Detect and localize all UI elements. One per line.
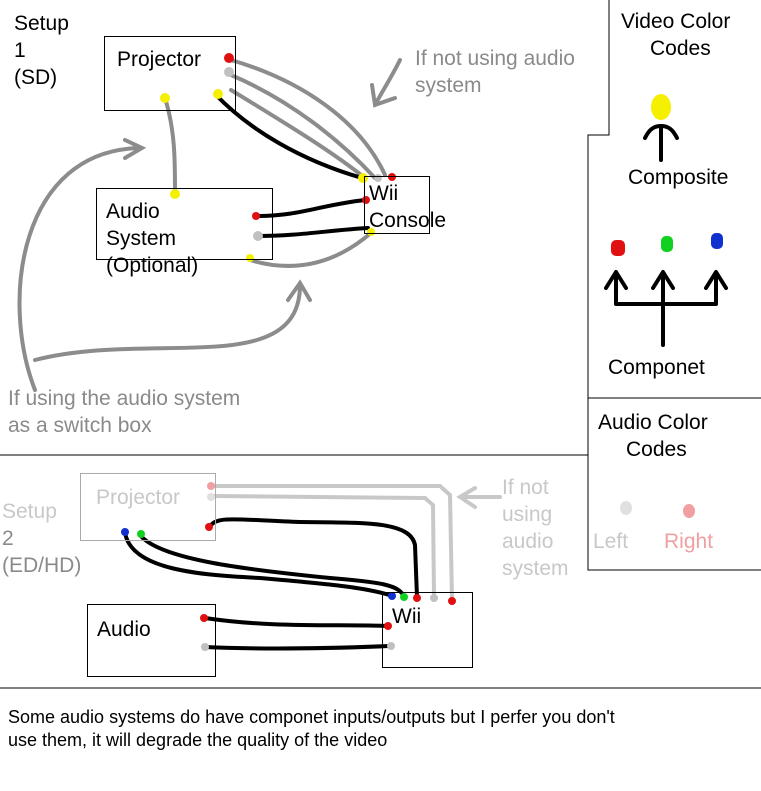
connector-red [388,173,396,181]
setup2-label-line2: 2 [2,527,14,550]
setup1-cables [17,58,402,392]
video-legend [604,94,728,518]
connector-green [137,530,145,538]
setup1-note-switch-line1: If using the audio system [8,387,241,410]
connector-blue [121,528,129,536]
setup1-audio-line1: Audio [106,200,160,223]
component-red-dot [611,240,625,256]
cable-black [256,226,370,238]
setup1-label-line2: 1 [14,39,26,62]
setup2-cables [123,484,502,651]
setup2-note-line2: using [502,503,553,526]
setup2-note-line1: If not [502,476,549,499]
video-legend-composite: Composite [628,166,729,189]
setup1-note-switch-line2: as a switch box [8,414,152,437]
cable-gray [229,58,387,177]
connector-red [413,594,421,602]
connector-red [384,622,392,630]
connector-white [224,67,234,77]
setup2-note-line3: audio [502,530,554,553]
connector-green [400,593,408,601]
setup2-projector-box [80,473,216,541]
setup1-audio-line3: (Optional) [106,254,199,277]
connector-yellow [213,89,223,99]
setup1-projector-label: Projector [117,48,202,71]
setup2-audio-box [87,604,216,677]
connector-yellow [246,254,254,262]
setup1-audio-line2: System [106,227,177,250]
cable-gray [229,88,367,180]
connector-red [252,212,260,220]
audio-left-dot [620,501,632,515]
connector-red [448,597,456,605]
cable-black [214,93,364,180]
setup1-note-no-audio-line1: If not using audio [415,47,575,70]
composite-arrow [643,123,679,162]
setup1-audio-box [96,188,273,260]
setup2-label-line1: Setup [2,500,57,523]
connector-white [201,643,209,651]
legend-frame [587,0,761,571]
arrow-gray [370,58,402,108]
cable-black [138,533,406,599]
audio-legend-left: Left [593,530,629,553]
connector-pink [207,482,215,490]
audio-legend-right: Right [664,530,714,553]
setup2-label-line3: (ED/HD) [2,554,82,577]
setup1-wii-line1: Wii [369,182,399,205]
cable-lightgray [210,494,436,599]
arrow-gray [17,138,147,392]
cable-black [203,644,392,651]
cable-lightgray [210,484,454,602]
connector-white [430,594,438,602]
footer-note-line1: Some audio systems do have componet inpu… [8,707,615,727]
cable-black [123,530,394,598]
component-arrows [604,270,728,347]
connector-red [205,523,213,531]
arrow-gray [33,279,312,362]
video-legend-title-line2: Codes [650,37,711,60]
setup2-wii-box [382,592,473,668]
setup2-projector-label: Projector [96,486,181,509]
connector-white [387,642,395,650]
connector-white [207,493,215,501]
connector-red [200,614,208,622]
setup2-note-line4: system [502,557,569,580]
audio-right-dot [683,504,695,518]
connector-white [253,231,263,241]
connector-yellow [170,189,180,199]
cable-gray [163,96,177,194]
audio-legend-title-line2: Codes [626,438,687,461]
arrow-lightgray [456,486,502,509]
video-legend-title-line1: Video Color [621,10,731,33]
cable-gray [229,73,377,180]
cable-gray [248,230,374,268]
connector-yellow [358,173,368,183]
component-green-dot [661,236,673,252]
connector-yellow [367,228,375,236]
setup1-connectors [160,53,396,262]
setup2-wii-label: Wii [392,605,422,628]
cable-black [256,198,367,218]
connector-blue [388,592,396,600]
audio-legend-title-line1: Audio Color [598,411,708,434]
footer-note-line2: use them, it will degrade the quality of… [8,730,388,750]
component-blue-dot [711,233,723,249]
setup1-projector-box [104,36,236,111]
setup1-label-line1: Setup [14,12,69,35]
setup1-wii-box [364,176,430,234]
video-legend-component: Componet [608,356,705,379]
cable-black [203,616,390,628]
connector-yellow [160,93,170,103]
setup2-connectors [121,482,456,651]
cable-black [208,517,419,599]
composite-yellow-dot [651,94,671,120]
setup1-note-no-audio-line2: system [415,74,482,97]
setup1-label-line3: (SD) [14,66,58,89]
setup1-wii-line2: Console [369,209,447,232]
setup2-audio-label: Audio [97,618,151,641]
connector-red [224,53,234,63]
